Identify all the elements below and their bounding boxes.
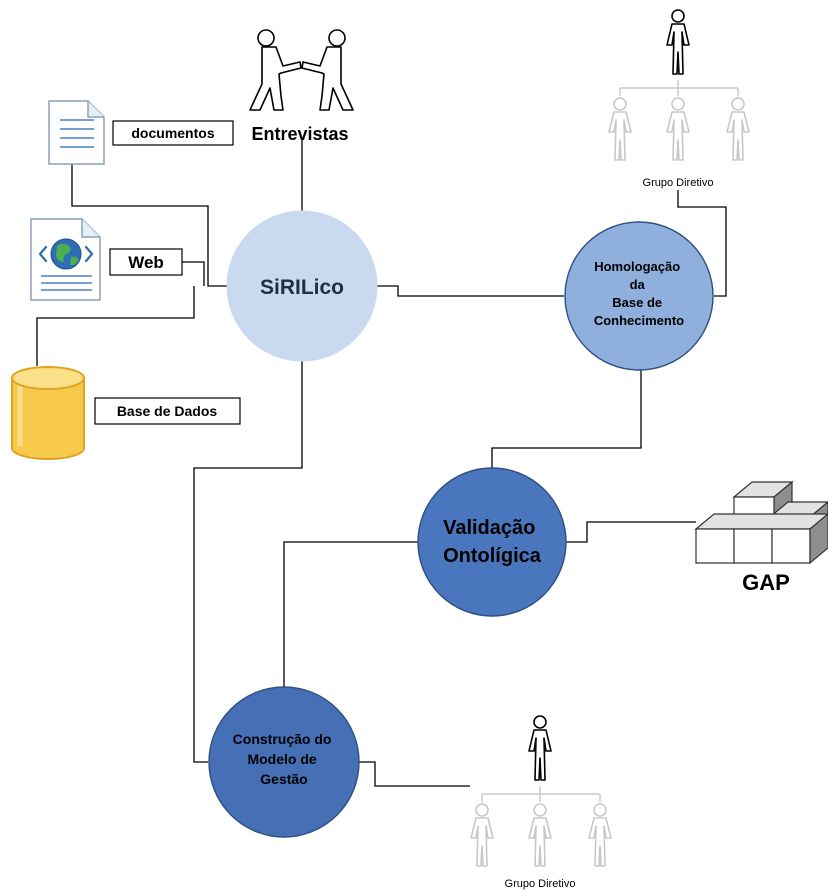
connectors — [36, 140, 727, 787]
gap-label: GAP — [742, 570, 790, 595]
svg-text:Validação Ontolígica: Validação Ontolígica — [443, 517, 542, 567]
connector-construcao-grupo-bottom — [358, 761, 470, 787]
document-icon — [48, 100, 105, 165]
globe-icon — [50, 238, 82, 270]
member-person-icon — [666, 97, 690, 161]
documentos-box: documentos — [112, 120, 234, 146]
connector-database-sirilico — [36, 286, 195, 366]
connector-documentos-sirilico — [71, 163, 228, 287]
member-person-icon — [588, 803, 612, 867]
construcao-line-3: Gestão — [260, 771, 307, 787]
database-icon — [11, 366, 85, 460]
connector-sirilico-construcao — [193, 361, 303, 763]
chevron-left-icon — [38, 245, 48, 263]
validacao-line-1: Validação — [443, 517, 535, 539]
node-homologacao: Homologação da Base de Conhecimento — [564, 221, 714, 371]
connector-grupo-top-homologacao — [677, 190, 727, 297]
web-page-icon — [30, 218, 101, 301]
construcao-line-1: Construção do — [233, 731, 332, 747]
member-person-icon — [470, 803, 494, 867]
person-right-icon — [301, 29, 354, 111]
node-validacao: Validação Ontolígica — [417, 467, 567, 617]
chevron-right-icon — [84, 245, 94, 263]
base-de-dados-label: Base de Dados — [117, 403, 218, 419]
connector-gap-validacao — [566, 521, 696, 543]
connector-validacao-construcao — [283, 541, 418, 688]
sirilico-label: SiRILico — [260, 276, 344, 299]
base-de-dados-box: Base de Dados — [94, 397, 241, 425]
web-box: Web — [109, 248, 183, 276]
member-person-icon — [726, 97, 750, 161]
grupo-diretivo-top-label: Grupo Diretivo — [643, 177, 714, 189]
construcao-line-2: Modelo de — [247, 751, 316, 767]
homologacao-line-1: Homologação — [594, 259, 680, 274]
svg-text:Construção do Modelo de: Construção do Modelo de Gestão — [233, 731, 336, 787]
grupo-diretivo-bottom: Grupo Diretivo — [470, 715, 612, 890]
grupo-diretivo-bottom-label: Grupo Diretivo — [505, 878, 576, 890]
web-label: Web — [128, 253, 164, 272]
handshake-icon — [249, 29, 354, 111]
entrevistas-label: Entrevistas — [251, 124, 348, 144]
connector-web-sirilico — [182, 261, 205, 286]
homologacao-line-3: Base de — [612, 295, 662, 310]
gap-blocks-icon — [694, 480, 828, 565]
node-sirilico: SiRILico — [226, 210, 378, 362]
member-person-icon — [528, 803, 552, 867]
svg-text:Homologação da Bas: Homologação da Base de Conhecimento — [594, 259, 684, 328]
validacao-line-2: Ontolígica — [443, 545, 542, 567]
leader-person-icon — [528, 715, 552, 781]
homologacao-line-2: da — [630, 277, 646, 292]
connector-sirilico-homologacao — [376, 285, 564, 297]
homologacao-line-4: Conhecimento — [594, 313, 684, 328]
member-person-icon — [608, 97, 632, 161]
grupo-diretivo-top: Grupo Diretivo — [608, 9, 750, 189]
node-construcao: Construção do Modelo de Gestão — [208, 686, 360, 838]
person-left-icon — [249, 29, 302, 111]
connector-homologacao-validacao — [491, 370, 642, 470]
leader-person-icon — [666, 9, 690, 75]
documentos-label: documentos — [131, 125, 214, 141]
